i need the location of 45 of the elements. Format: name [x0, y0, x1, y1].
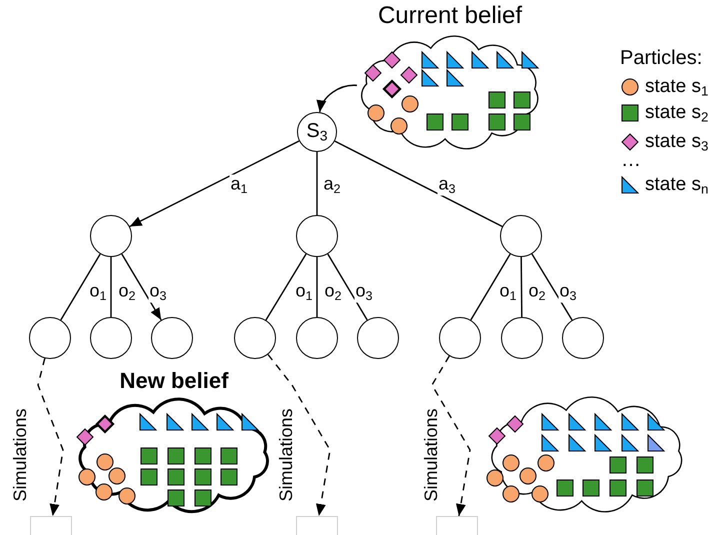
dashed-arrow [431, 356, 471, 516]
connector-line [470, 254, 511, 320]
tree-node [500, 215, 542, 257]
tree-node [90, 317, 132, 359]
connector-line [327, 254, 368, 320]
tree-node [90, 215, 132, 257]
legend-label: state s$_{1}$ [645, 77, 708, 98]
legend-label: state s$_{3}$ [645, 132, 708, 153]
tree-node [562, 317, 604, 359]
connector-line [60, 254, 101, 320]
arrow [129, 140, 300, 228]
legend-title: Particles: [620, 48, 702, 68]
connector-line [531, 254, 573, 320]
simulation-box [30, 516, 72, 535]
connector-line [520, 257, 522, 317]
tree-node [296, 317, 338, 359]
connector-line [334, 140, 503, 228]
simulation-box [296, 516, 338, 535]
arrow [121, 254, 162, 320]
simulations-label: Simulations [277, 408, 295, 502]
cloud-heading: New belief [118, 368, 230, 394]
tree-node [439, 317, 481, 359]
connector-line [316, 152, 318, 215]
legend-label: state s$_{n}$ [645, 175, 708, 196]
connector-line [110, 257, 112, 317]
ellipsis: … [621, 150, 641, 170]
tree-node [234, 317, 276, 359]
connector-line [316, 257, 318, 317]
tree-node [151, 317, 193, 359]
cloud-heading: Current belief [376, 2, 524, 30]
dashed-arrow [267, 354, 331, 516]
connector-line [265, 254, 307, 320]
legend-label: state s$_{2}$ [645, 103, 708, 124]
tree-node [501, 317, 543, 359]
simulations-label: Simulations [422, 408, 440, 502]
simulations-label: Simulations [11, 408, 29, 502]
state-label: S$_{3}$ [306, 121, 328, 143]
dashed-arrow [37, 358, 64, 516]
state-node [297, 112, 337, 152]
edge-label: a$_{1}$ [229, 174, 249, 196]
arrow [317, 84, 357, 112]
tree-node [29, 317, 71, 359]
tree-node [357, 317, 399, 359]
tree-node [296, 215, 338, 257]
simulation-box [436, 516, 478, 535]
